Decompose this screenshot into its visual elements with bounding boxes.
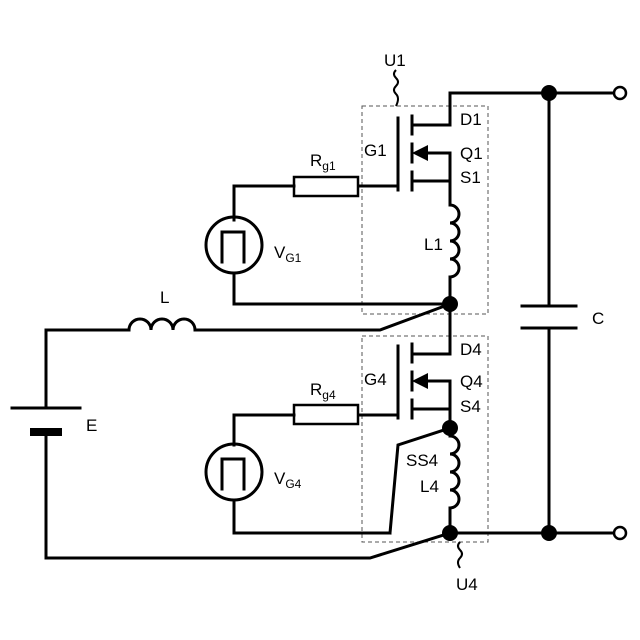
u1-leader-line <box>394 70 398 106</box>
label-q4: Q4 <box>460 372 483 391</box>
label-d4: D4 <box>460 340 482 359</box>
label-vg4: VG4 <box>274 469 302 491</box>
rg4-to-vg4-wire <box>234 415 294 445</box>
label-rg1: Rg1 <box>310 151 336 173</box>
vg1-return-wire <box>234 273 450 304</box>
inductor-l1 <box>450 205 459 277</box>
module-u1-box <box>362 106 488 314</box>
module-u4-box <box>362 336 488 542</box>
resistor-rg4 <box>294 405 358 424</box>
top-output-terminal <box>614 87 626 99</box>
vg4-return-wire <box>234 500 390 533</box>
q4-arrow <box>412 373 428 389</box>
rg1-to-vg1-wire <box>234 186 294 220</box>
label-l1: L1 <box>424 235 443 254</box>
pulse-vg1-icon <box>222 232 244 262</box>
label-s1: S1 <box>460 168 481 187</box>
label-vg1: VG1 <box>274 243 302 265</box>
label-rg4: Rg4 <box>310 380 336 402</box>
bottom-output-terminal <box>614 527 626 539</box>
label-s4: S4 <box>460 397 481 416</box>
source-vg1 <box>206 217 262 273</box>
inductor-l4 <box>450 436 459 508</box>
label-g1: G1 <box>364 141 387 160</box>
label-l: L <box>160 288 169 307</box>
q1-arrow <box>412 145 428 161</box>
label-c: C <box>592 309 604 328</box>
label-q1: Q1 <box>460 144 483 163</box>
u4-leader-line <box>458 542 462 568</box>
label-u4: U4 <box>456 575 478 594</box>
label-l4: L4 <box>420 477 439 496</box>
pulse-vg4-icon <box>222 459 244 489</box>
label-u1: U1 <box>384 51 406 70</box>
bottom-node <box>442 525 458 541</box>
label-e: E <box>86 416 97 435</box>
label-d1: D1 <box>460 110 482 129</box>
label-ss4: SS4 <box>406 451 438 470</box>
resistor-rg1 <box>294 177 358 196</box>
l-to-mid-wire <box>195 304 450 330</box>
source-vg4 <box>206 444 262 500</box>
inductor-l <box>129 319 195 330</box>
l-to-battery-wire <box>46 330 129 408</box>
label-g4: G4 <box>364 370 387 389</box>
